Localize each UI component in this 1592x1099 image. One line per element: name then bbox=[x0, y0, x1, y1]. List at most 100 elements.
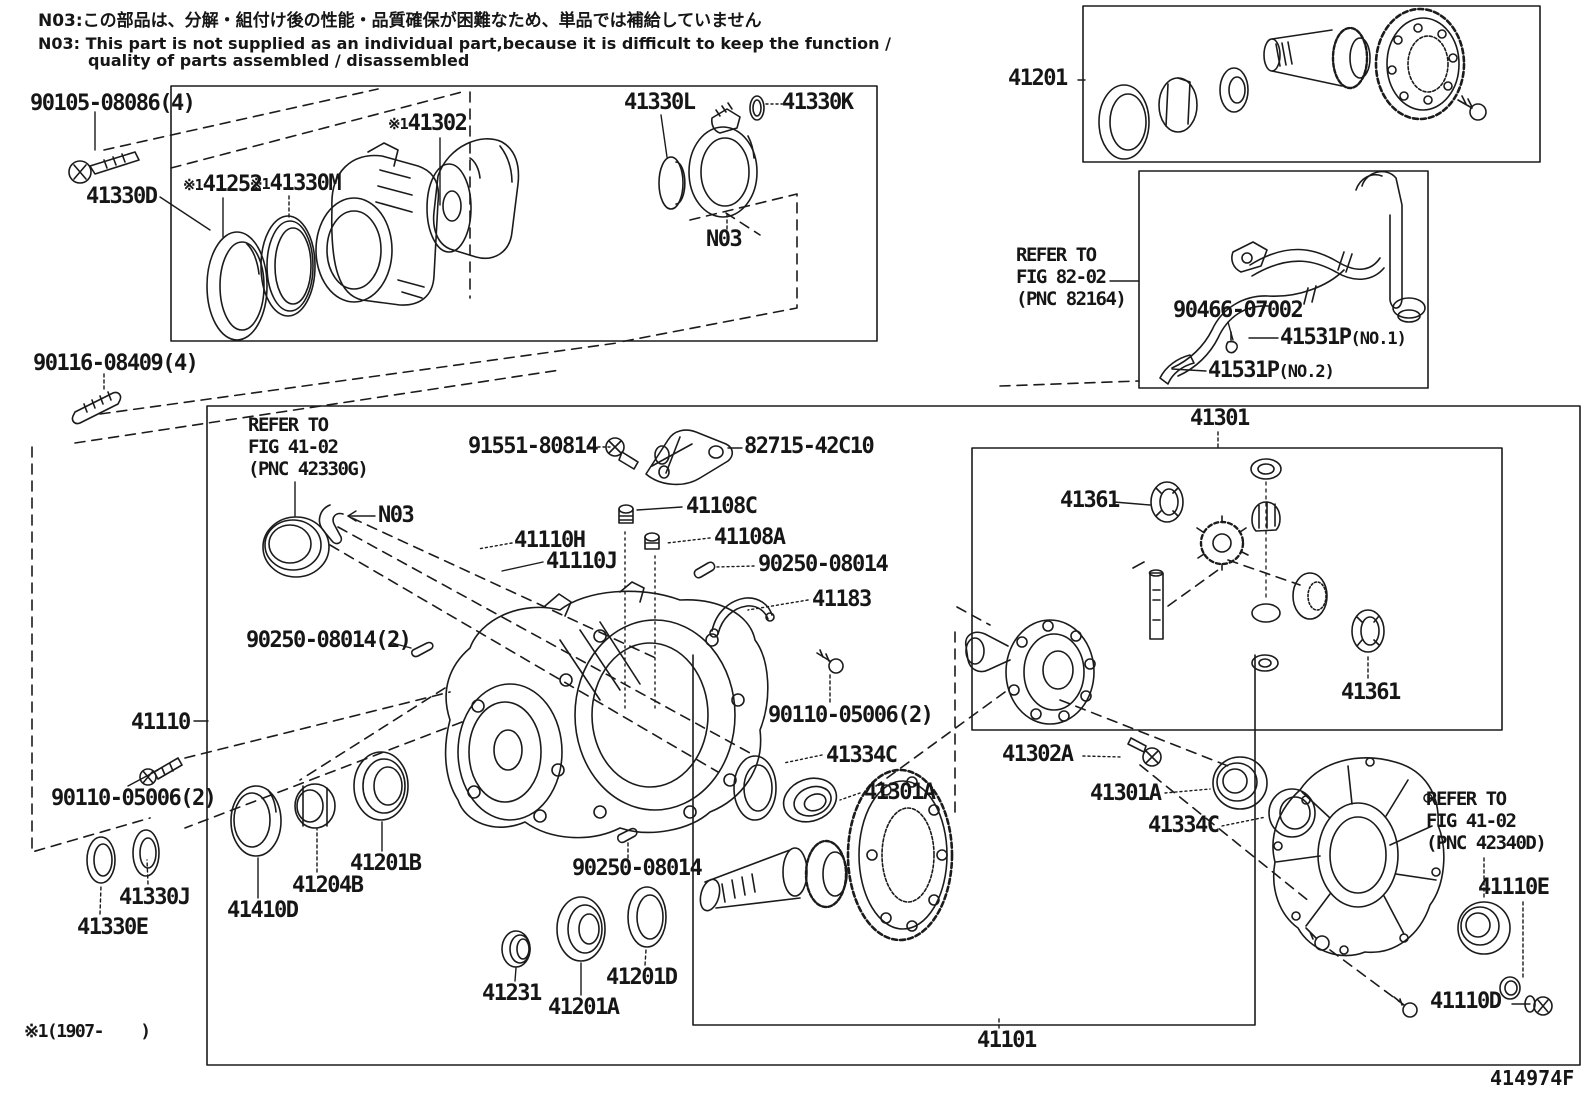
part-label-82715-42C10-text: 82715-42C10 bbox=[744, 434, 875, 459]
drawing-carrier-housing bbox=[444, 581, 769, 839]
part-label-41531P-1-text: 41531P bbox=[1280, 325, 1352, 350]
part-label-41110H-text: 41110H bbox=[514, 528, 586, 553]
part-label-91551-80814-text: 91551-80814 bbox=[468, 434, 599, 459]
drawing-gasket-41110D bbox=[1499, 976, 1521, 1000]
drawing-washer-41361-1 bbox=[1150, 481, 1184, 523]
drawing-nut-41204B bbox=[294, 783, 336, 829]
part-label-41531P-2-suffix: (NO.2) bbox=[1278, 362, 1334, 382]
part-label-41330K: 41330K bbox=[782, 90, 854, 115]
part-label-41302A-text: 41302A bbox=[1002, 742, 1074, 767]
part-label-41334C-mid: 41334C bbox=[826, 743, 898, 768]
part-label-41110D: 41110D bbox=[1430, 991, 1502, 1013]
part-label-41252: ※141252 bbox=[183, 174, 263, 196]
part-label-90250-08014-2-text: 90250-08014(2) bbox=[246, 628, 412, 653]
part-label-41108C-text: 41108C bbox=[686, 494, 758, 519]
part-label-refer4102b-3-text: (PNC 42340D) bbox=[1426, 832, 1547, 854]
part-label-90110-05006-mid-text: 90110-05006(2) bbox=[768, 703, 934, 728]
part-label-41201-text: 41201 bbox=[1008, 66, 1068, 91]
part-label-41531P-2-text: 41531P bbox=[1208, 358, 1280, 383]
part-label-41183-text: 41183 bbox=[812, 587, 872, 612]
part-label-refer4102a-3: (PNC 42330G) bbox=[248, 458, 369, 480]
part-label-41110: 41110 bbox=[131, 712, 191, 734]
drawing-screw-cover bbox=[1393, 996, 1418, 1018]
drawing-gasket-41183 bbox=[709, 597, 775, 638]
part-label-N03-mid-text: N03 bbox=[378, 503, 415, 528]
part-label-refer4102b-2-text: FIG 41-02 bbox=[1426, 810, 1517, 832]
part-label-90110-05006-left: 90110-05006(2) bbox=[51, 788, 217, 810]
drawing-bearing-41301A-mid bbox=[782, 777, 838, 823]
drawing-bearing-41301A-r bbox=[1212, 756, 1268, 810]
part-label-refer4102a-3-text: (PNC 42330G) bbox=[248, 458, 369, 480]
drawing-ring-41330M bbox=[260, 215, 316, 317]
part-label-41301-text: 41301 bbox=[1190, 406, 1250, 431]
part-label-41108A: 41108A bbox=[714, 527, 786, 549]
part-label-90250-08014-mid: 90250-08014 bbox=[758, 554, 889, 576]
drawing-number: 414974F bbox=[1490, 1066, 1575, 1090]
part-label-41334C-r-text: 41334C bbox=[1148, 813, 1220, 838]
part-label-41410D-text: 41410D bbox=[227, 898, 299, 923]
part-label-41110J: 41110J bbox=[546, 551, 618, 573]
part-label-90250-08014-bot: 90250-08014 bbox=[572, 858, 703, 880]
part-label-refer4102a-1-text: REFER TO bbox=[248, 414, 329, 436]
part-label-N03-mid: N03 bbox=[378, 503, 415, 528]
part-label-N03-top: N03 bbox=[706, 227, 743, 252]
drawing-seal-42330G bbox=[262, 516, 330, 578]
part-label-41361-1-text: 41361 bbox=[1060, 488, 1120, 513]
drawing-bolt-90105 bbox=[68, 151, 140, 184]
part-label-41183: 41183 bbox=[812, 587, 872, 612]
drawing-breather-41108C bbox=[618, 504, 634, 524]
part-label-41330M-prefix: ※1 bbox=[250, 175, 271, 193]
part-label-refer4102a-1: REFER TO bbox=[248, 414, 329, 436]
drawing-seal-41110E bbox=[1457, 901, 1511, 955]
part-label-refer82-1: REFER TO bbox=[1016, 244, 1097, 266]
part-label-90105-08086: 90105-08086(4) bbox=[30, 93, 196, 115]
part-label-41201: 41201 bbox=[1008, 66, 1068, 91]
part-label-41301A-mid-text: 41301A bbox=[864, 780, 936, 805]
part-label-refer4102b-1: REFER TO bbox=[1426, 788, 1507, 810]
variant-note: ※1(1907- ) bbox=[24, 1021, 151, 1042]
part-label-refer82-3: (PNC 82164) bbox=[1016, 290, 1127, 309]
drawing-bracket-82715 bbox=[645, 429, 734, 486]
part-label-41101-text: 41101 bbox=[977, 1028, 1037, 1053]
drawing-ring-41252 bbox=[206, 231, 268, 341]
part-label-41201B-text: 41201B bbox=[350, 851, 422, 876]
part-label-41330J: 41330J bbox=[119, 887, 191, 909]
drawing-bolt-90110-mid bbox=[816, 649, 844, 674]
part-label-90110-05006-mid: 90110-05006(2) bbox=[768, 703, 934, 728]
drawing-pinion-bottom bbox=[699, 839, 848, 912]
part-label-41101: 41101 bbox=[977, 1028, 1037, 1053]
drawing-kit-41201 bbox=[1098, 7, 1487, 160]
drawing-plug-41108A bbox=[644, 532, 660, 550]
part-label-refer82-2-text: FIG 82-02 bbox=[1016, 266, 1107, 288]
part-label-41302-prefix: ※1 bbox=[388, 115, 409, 133]
drawing-ring-41201D bbox=[627, 886, 667, 948]
part-label-41330M: ※141330M bbox=[250, 173, 342, 195]
drawing-ring-41334C-r bbox=[1268, 788, 1316, 838]
part-label-41302-text: 41302 bbox=[407, 111, 468, 136]
part-label-90116-08409: 90116-08409(4) bbox=[33, 351, 199, 376]
part-label-41334C-mid-text: 41334C bbox=[826, 743, 898, 768]
drawing-pin-90250-bot bbox=[617, 827, 638, 844]
part-label-90116-08409-text: 90116-08409(4) bbox=[33, 351, 199, 376]
part-label-41302A: 41302A bbox=[1002, 742, 1074, 767]
part-label-41301A-r: 41301A bbox=[1090, 781, 1162, 806]
part-label-41204B-text: 41204B bbox=[292, 873, 364, 898]
part-label-N03-top-text: N03 bbox=[706, 227, 743, 252]
drawing-ring-41330E bbox=[86, 836, 116, 884]
drawing-bolt-41302A bbox=[1127, 737, 1162, 767]
part-label-refer82-1-text: REFER TO bbox=[1016, 244, 1097, 266]
drawing-drum-41302-cover bbox=[426, 138, 520, 259]
drawing-ring-gear-bottom bbox=[846, 768, 954, 942]
drawing-bearing-41201B bbox=[353, 751, 409, 821]
part-label-41334C-r: 41334C bbox=[1148, 813, 1220, 838]
note-english-line2: quality of parts assembled / disassemble… bbox=[88, 51, 470, 70]
part-label-refer4102b-1-text: REFER TO bbox=[1426, 788, 1507, 810]
part-label-90250-08014-2: 90250-08014(2) bbox=[246, 628, 412, 653]
part-label-41302: ※141302 bbox=[388, 111, 468, 136]
part-label-41330K-text: 41330K bbox=[782, 90, 854, 115]
part-label-refer4102b-3: (PNC 42340D) bbox=[1426, 832, 1547, 854]
part-label-41301A-r-text: 41301A bbox=[1090, 781, 1162, 806]
drawing-ring-41334C-mid bbox=[733, 755, 777, 821]
part-label-41201D-text: 41201D bbox=[606, 965, 678, 990]
